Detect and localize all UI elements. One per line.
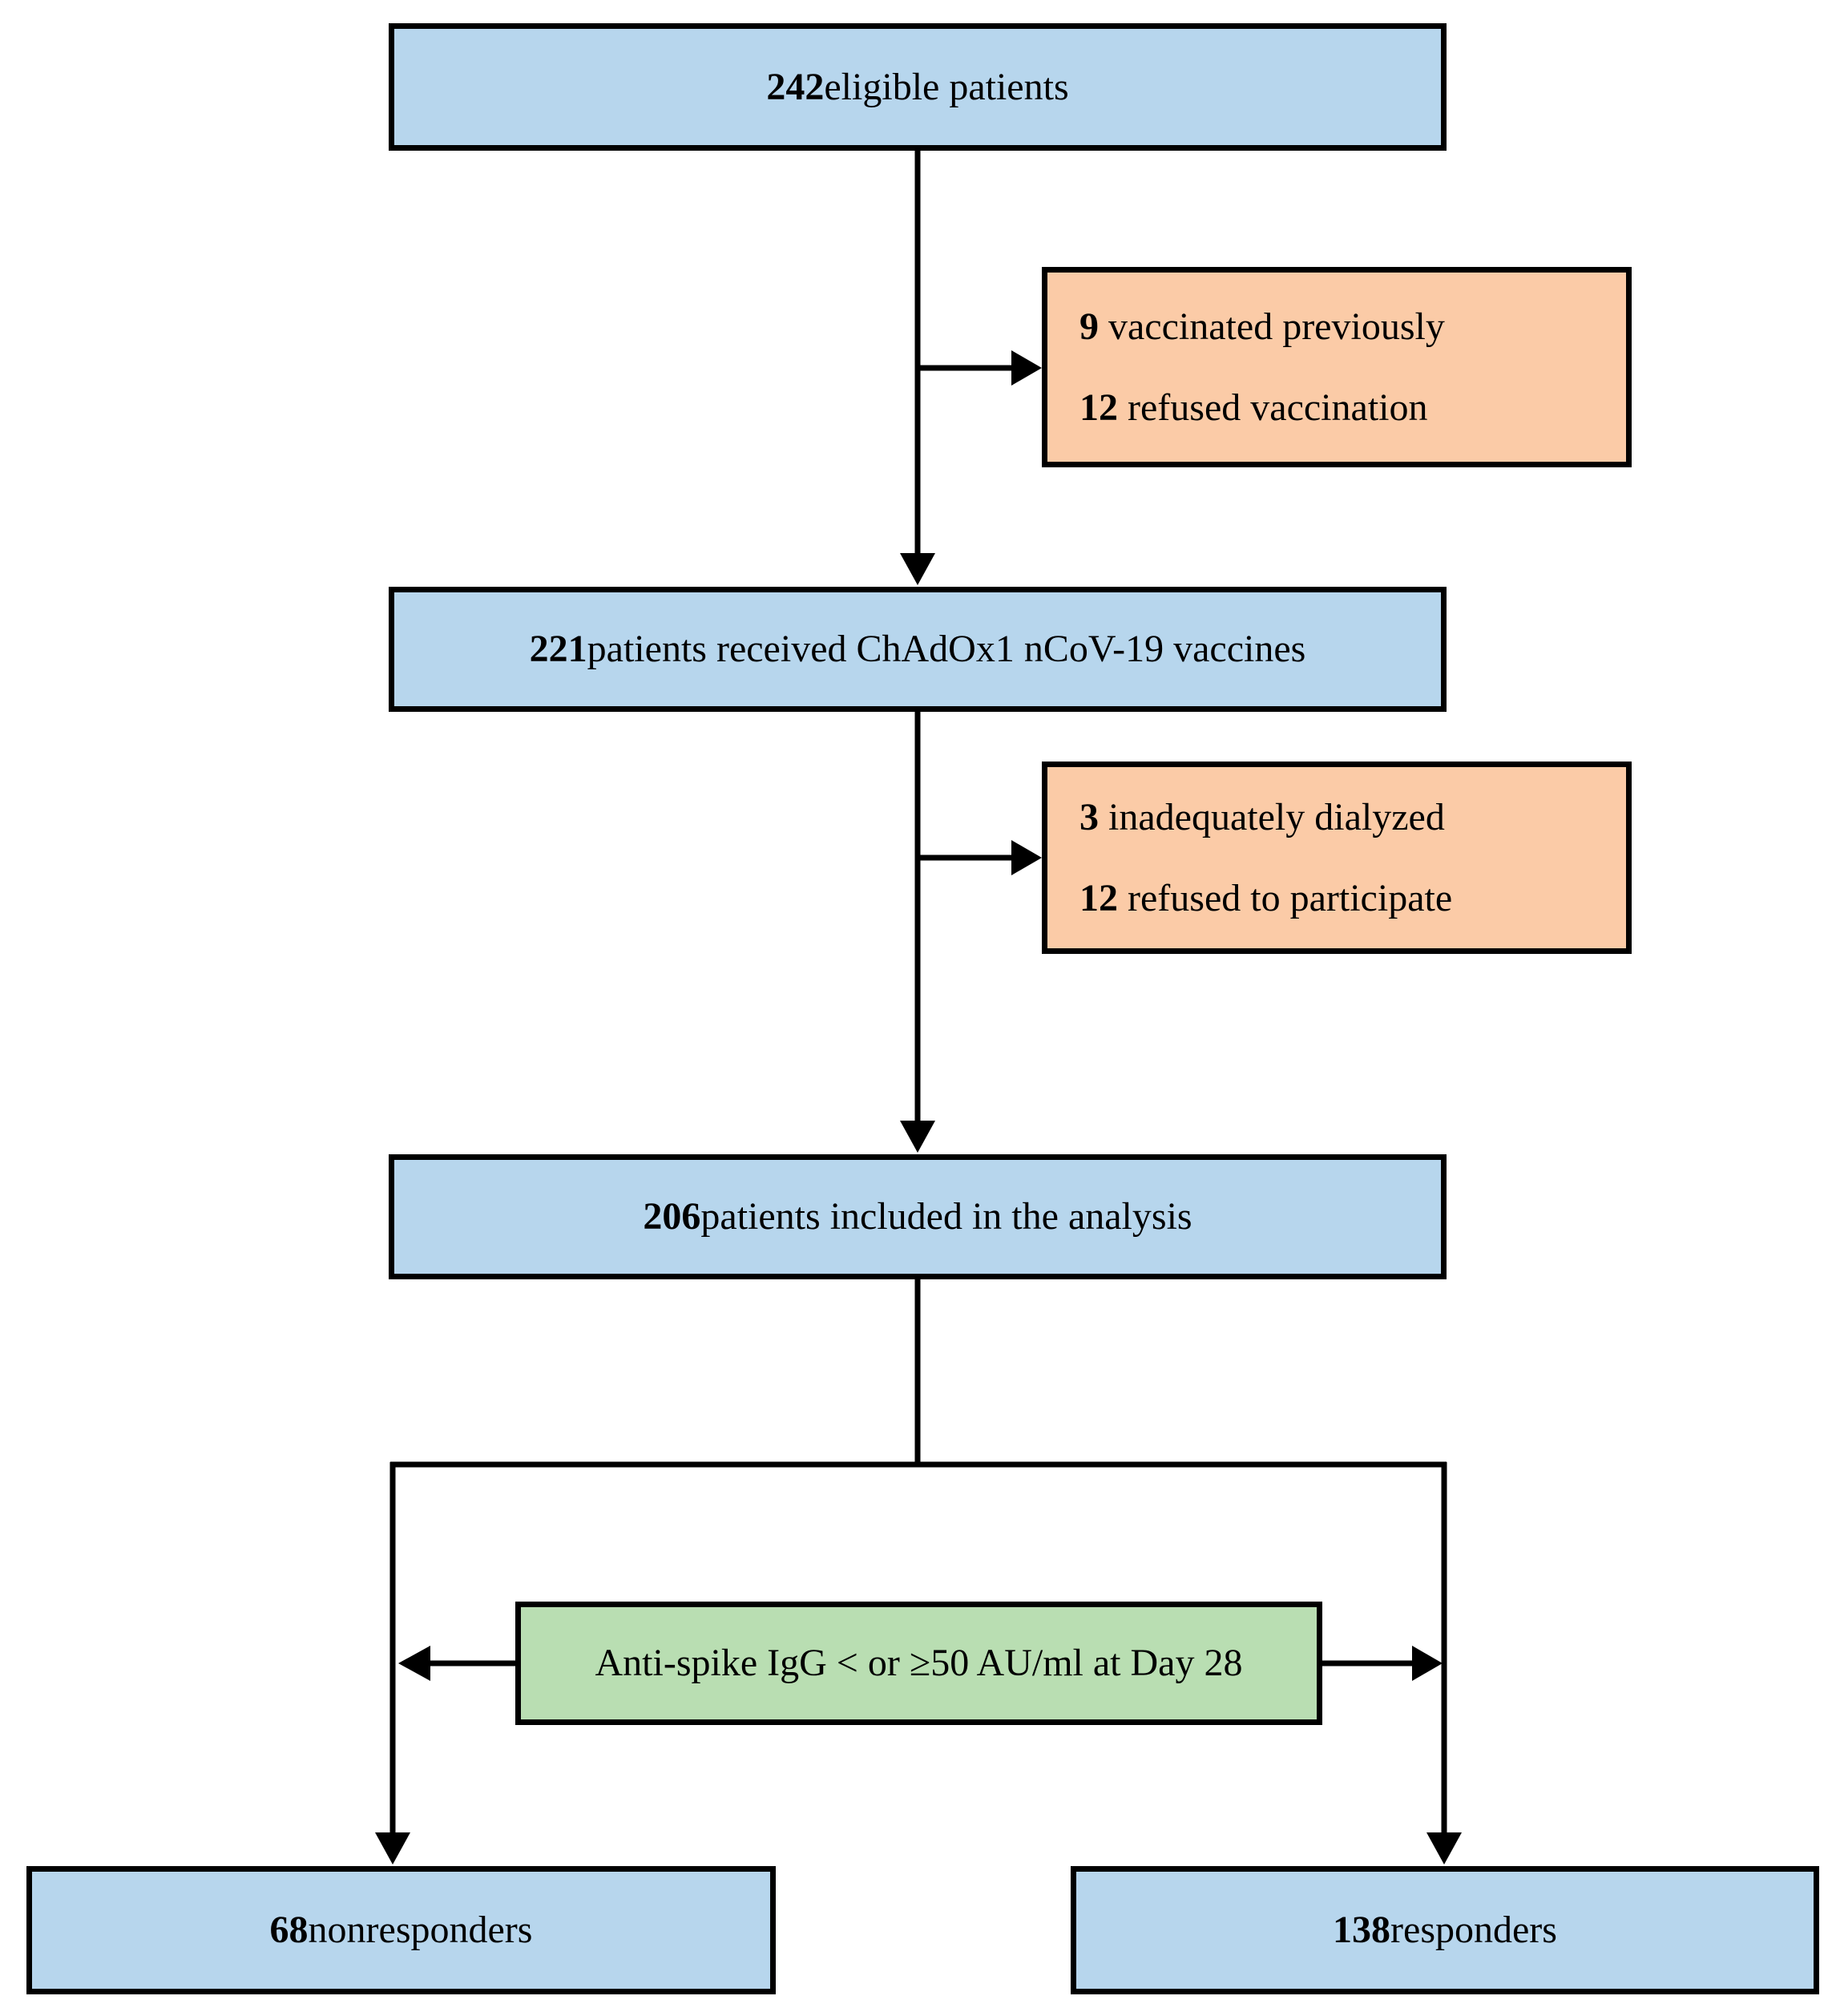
eligible-count: 242 (766, 65, 825, 108)
excluded-1-count-2: 12 (1079, 386, 1118, 429)
excluded-2-line-2: 12 refused to participate (1079, 876, 1452, 920)
arrowhead-down-to-analyzed (900, 1121, 935, 1153)
excluded-1-label-2: refused vaccination (1128, 386, 1428, 429)
arrowhead-down-to-nonresponders (375, 1832, 410, 1864)
arrowhead-down-to-vaccinated (900, 553, 935, 585)
excluded-1-count-1: 9 (1079, 305, 1099, 348)
arrowhead-left-criterion (398, 1646, 430, 1681)
excluded-2-label-1: inadequately dialyzed (1108, 795, 1445, 838)
box-received-vaccine: 221 patients received ChAdOx1 nCoV-19 va… (389, 587, 1447, 712)
arrowhead-right-to-excluded-1 (1011, 350, 1042, 386)
box-excluded-before-vaccination: 9 vaccinated previously 12 refused vacci… (1042, 267, 1632, 467)
excluded-2-line-1: 3 inadequately dialyzed (1079, 795, 1445, 839)
criterion-label: Anti-spike IgG < or ≥50 AU/ml at Day 28 (595, 1642, 1243, 1685)
box-responders: 138 responders (1071, 1866, 1819, 1994)
eligible-label: eligible patients (824, 65, 1069, 108)
excluded-1-label-1: vaccinated previously (1108, 305, 1445, 348)
vaccinated-count: 221 (529, 628, 587, 671)
excluded-2-label-2: refused to participate (1128, 877, 1453, 919)
box-antibody-criterion: Anti-spike IgG < or ≥50 AU/ml at Day 28 (515, 1602, 1322, 1725)
nonresponders-label: nonresponders (308, 1909, 533, 1952)
excluded-2-count-1: 3 (1079, 795, 1099, 838)
arrowhead-down-to-responders (1426, 1832, 1462, 1864)
box-excluded-before-analysis: 3 inadequately dialyzed 12 refused to pa… (1042, 762, 1632, 954)
responders-label: responders (1390, 1909, 1557, 1952)
excluded-2-count-2: 12 (1079, 877, 1118, 919)
excluded-1-line-2: 12 refused vaccination (1079, 386, 1427, 430)
nonresponders-count: 68 (269, 1909, 309, 1952)
analyzed-label: patients included in the analysis (700, 1195, 1192, 1238)
box-included-in-analysis: 206 patients included in the analysis (389, 1154, 1447, 1279)
excluded-1-line-1: 9 vaccinated previously (1079, 305, 1445, 349)
arrowhead-right-to-excluded-2 (1011, 840, 1042, 875)
box-eligible-patients: 242 eligible patients (389, 23, 1447, 151)
responders-count: 138 (1333, 1909, 1391, 1952)
arrowhead-right-criterion (1412, 1646, 1443, 1681)
analyzed-count: 206 (643, 1195, 701, 1238)
vaccinated-label: patients received ChAdOx1 nCoV-19 vaccin… (587, 628, 1306, 671)
box-nonresponders: 68 nonresponders (26, 1866, 776, 1994)
